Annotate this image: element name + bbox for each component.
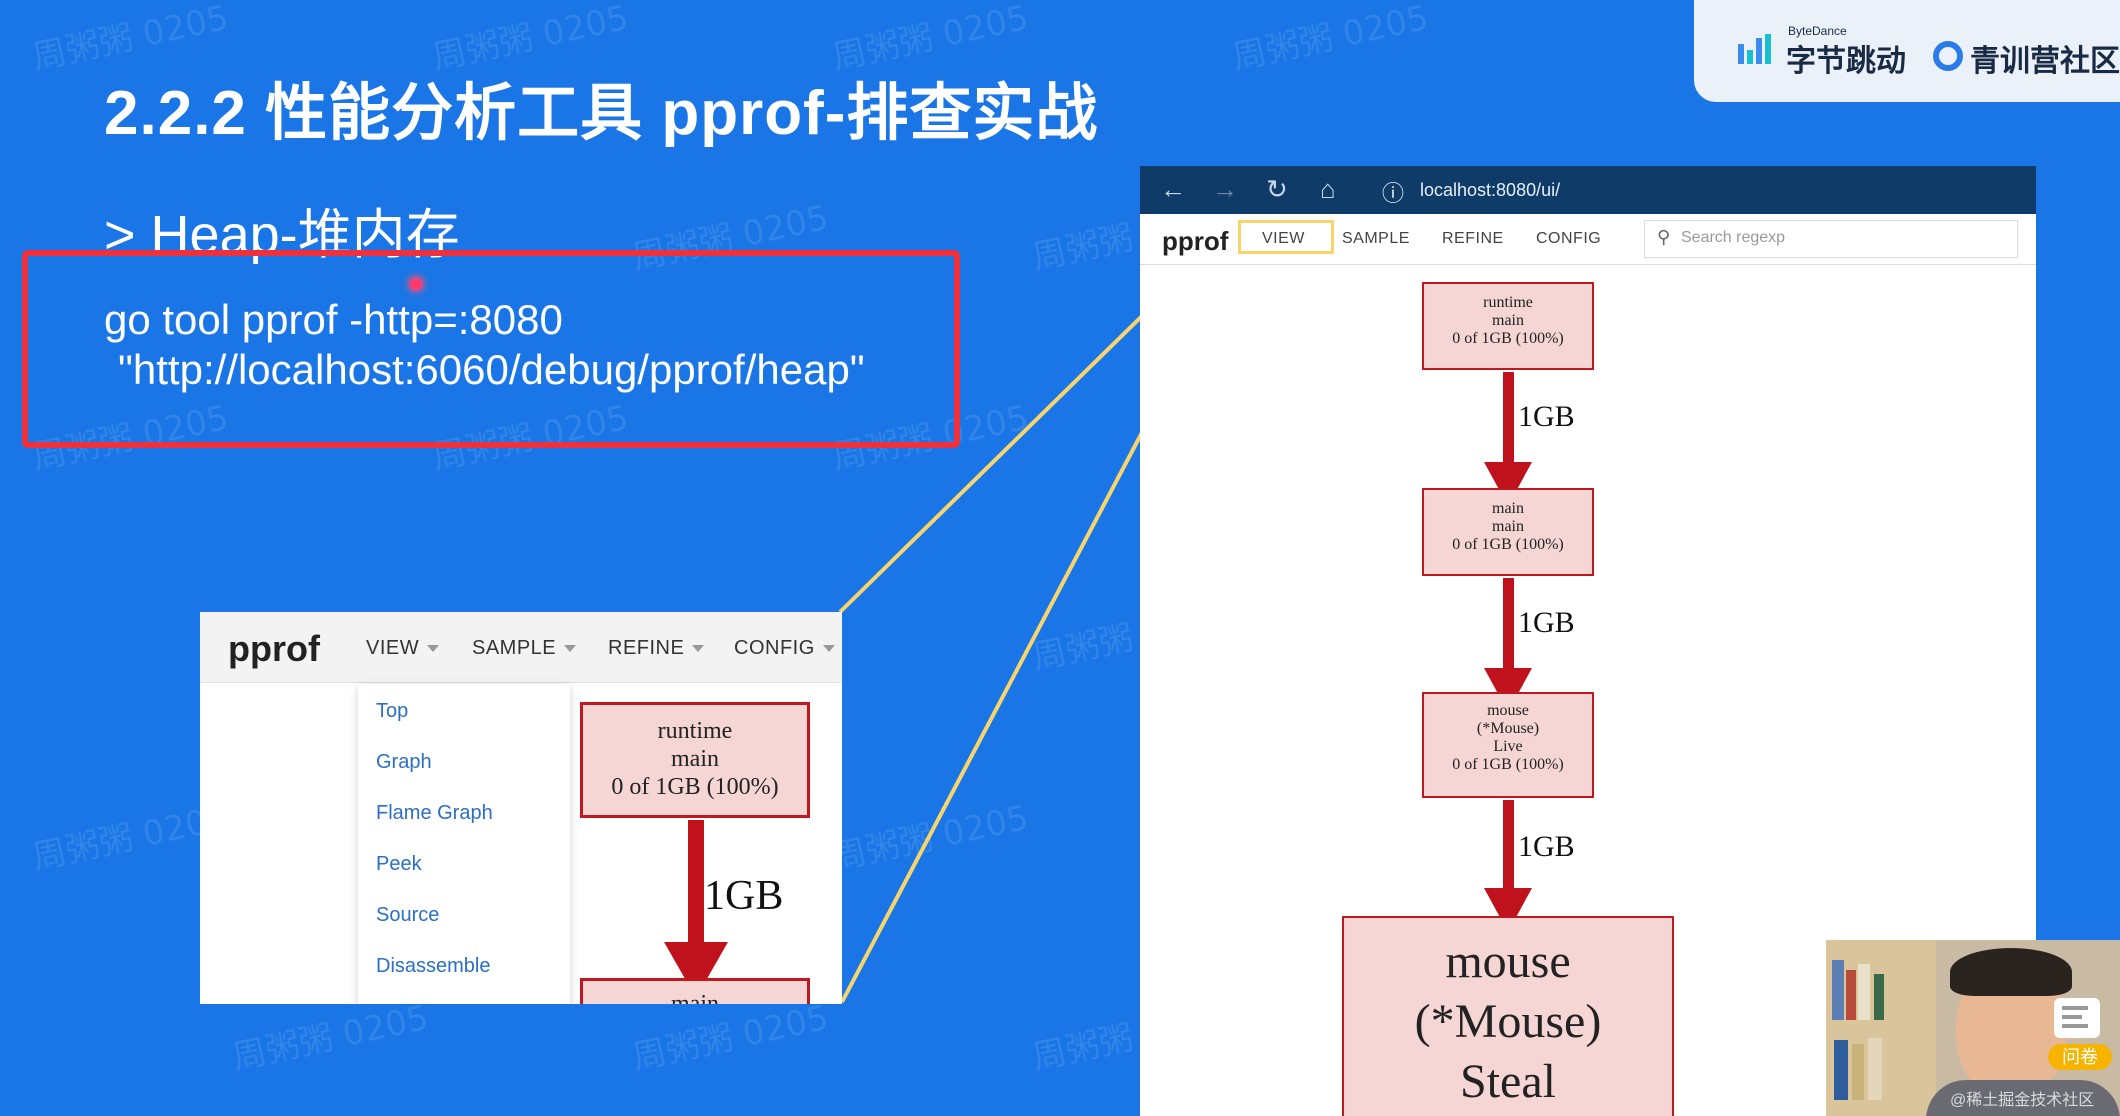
chevron-down-icon: [692, 645, 705, 653]
search-placeholder: Search regexp: [1681, 229, 1786, 246]
chevron-down-icon: [822, 645, 835, 653]
logo-panel: ByteDance 字节跳动 青训营社区: [1694, 0, 2120, 102]
zoom-menu-view[interactable]: VIEW: [366, 637, 440, 660]
home-icon[interactable]: ⌂: [1320, 174, 1336, 204]
search-input[interactable]: ⚲ Search regexp: [1644, 220, 2018, 258]
command-highlight-box: [22, 250, 960, 448]
zoom-menu-sample[interactable]: SAMPLE: [472, 637, 577, 660]
edge-label: 1GB: [1518, 830, 1575, 863]
menu-label: REFINE: [608, 637, 685, 659]
bookshelf: [1826, 940, 1936, 1116]
graph-edge: [1503, 578, 1514, 676]
bytedance-logo-icon: [1738, 34, 1771, 64]
node-label: 0 of 1GB (100%): [1452, 330, 1564, 347]
graph-node-mouse-steal[interactable]: mouse (*Mouse) Steal: [1342, 916, 1674, 1116]
graph-node-runtime-main[interactable]: runtime main 0 of 1GB (100%): [1422, 282, 1594, 370]
zoom-menu-refine[interactable]: REFINE: [608, 637, 705, 660]
view-menu-highlight: [1238, 220, 1334, 254]
survey-widget[interactable]: 问卷: [2048, 998, 2112, 1082]
node-label: main: [1492, 518, 1524, 535]
zoom-menu-config[interactable]: CONFIG: [734, 637, 835, 660]
bytedance-wordmark: 字节跳动: [1786, 45, 1906, 78]
presenter-shirt: [1926, 1080, 2120, 1116]
pprof-navbar: pprof VIEW SAMPLE REFINE CONFIG ⚲ Search…: [1140, 214, 2036, 265]
search-icon: ⚲: [1657, 227, 1671, 247]
survey-badge[interactable]: 问卷: [2048, 1044, 2112, 1070]
credit-text: @稀土掘金技术社区: [1950, 1092, 2095, 1109]
zoom-edge-label: 1GB: [704, 873, 784, 919]
menu-sample[interactable]: SAMPLE: [1342, 230, 1410, 247]
node-label: 0 of 1GB (100%): [1452, 756, 1564, 773]
address-bar[interactable]: ⓘ localhost:8080/ui/: [1370, 172, 2010, 208]
dropdown-item-peek[interactable]: Peek: [376, 853, 422, 875]
chevron-down-icon: [427, 645, 440, 653]
chevron-down-icon: [564, 645, 577, 653]
community-logo-icon: [1933, 41, 1963, 71]
zoom-pprof-brand: pprof: [228, 628, 320, 669]
graph-node-mouse-live[interactable]: mouse (*Mouse) Live 0 of 1GB (100%): [1422, 692, 1594, 798]
graph-node-main-main[interactable]: main main 0 of 1GB (100%): [1422, 488, 1594, 576]
reload-icon[interactable]: ↻: [1266, 174, 1288, 204]
dropdown-item-top[interactable]: Top: [376, 700, 409, 722]
dropdown-item-source[interactable]: Source: [376, 904, 440, 926]
browser-toolbar: ← → ↻ ⌂ ⓘ localhost:8080/ui/: [1140, 166, 2036, 214]
menu-refine[interactable]: REFINE: [1442, 230, 1504, 247]
node-label: main: [1492, 312, 1524, 329]
graph-edge: [1503, 800, 1514, 896]
node-label: main: [671, 746, 719, 772]
dropdown-item-flame-graph[interactable]: Flame Graph: [376, 802, 493, 824]
zoom-node-partial: main: [580, 978, 810, 1004]
menu-config[interactable]: CONFIG: [1536, 230, 1602, 247]
pprof-brand: pprof: [1162, 226, 1229, 256]
dropdown-item-disassemble[interactable]: Disassemble: [376, 955, 491, 977]
community-wordmark: 青训营社区: [1970, 45, 2120, 78]
edge-label: 1GB: [1518, 606, 1575, 639]
command-line-2: "http://localhost:6060/debug/pprof/heap": [118, 346, 865, 393]
node-label: runtime: [1483, 294, 1533, 311]
node-label: main: [671, 991, 719, 1004]
node-label: (*Mouse): [1414, 995, 1602, 1048]
node-label: Steal: [1460, 1055, 1556, 1108]
edge-label: 1GB: [1518, 400, 1575, 433]
menu-label: SAMPLE: [472, 637, 557, 659]
survey-icon: [2054, 998, 2100, 1038]
presenter-webcam: 问卷: [1826, 940, 2120, 1116]
laser-pointer: [410, 278, 422, 290]
zoom-graph-edge: [688, 820, 704, 948]
menu-label: CONFIG: [734, 637, 815, 659]
zoom-node-runtime-main[interactable]: runtime main 0 of 1GB (100%): [580, 702, 810, 818]
zoom-panel: pprof VIEW SAMPLE REFINE CONFIG Top Grap…: [200, 612, 842, 1004]
forward-arrow-icon[interactable]: →: [1212, 174, 1238, 204]
node-label: (*Mouse): [1476, 720, 1540, 737]
node-label: mouse: [1487, 702, 1529, 719]
info-icon[interactable]: ⓘ: [1382, 181, 1405, 206]
bytedance-wordmark-small: ByteDance: [1788, 24, 1847, 38]
node-label: main: [1492, 500, 1524, 517]
back-arrow-icon[interactable]: ←: [1160, 174, 1186, 204]
view-dropdown: Top Graph Flame Graph Peek Source Disass…: [358, 684, 570, 1004]
node-label: Live: [1493, 738, 1523, 755]
zoom-navbar: pprof VIEW SAMPLE REFINE CONFIG: [200, 612, 842, 683]
node-label: mouse: [1445, 935, 1571, 988]
slide-title: 2.2.2 性能分析工具 pprof-排查实战: [104, 79, 1099, 148]
menu-view[interactable]: VIEW: [1262, 230, 1305, 247]
graph-edge: [1503, 372, 1514, 470]
node-label: 0 of 1GB (100%): [1452, 536, 1564, 553]
menu-label: VIEW: [366, 637, 420, 659]
node-label: runtime: [657, 718, 733, 744]
address-url: localhost:8080/ui/: [1420, 180, 1561, 200]
dropdown-item-graph[interactable]: Graph: [376, 751, 432, 773]
command-line-1: go tool pprof -http=:8080: [104, 296, 563, 343]
node-label: 0 of 1GB (100%): [611, 774, 779, 800]
presenter-hair: [1950, 948, 2072, 996]
